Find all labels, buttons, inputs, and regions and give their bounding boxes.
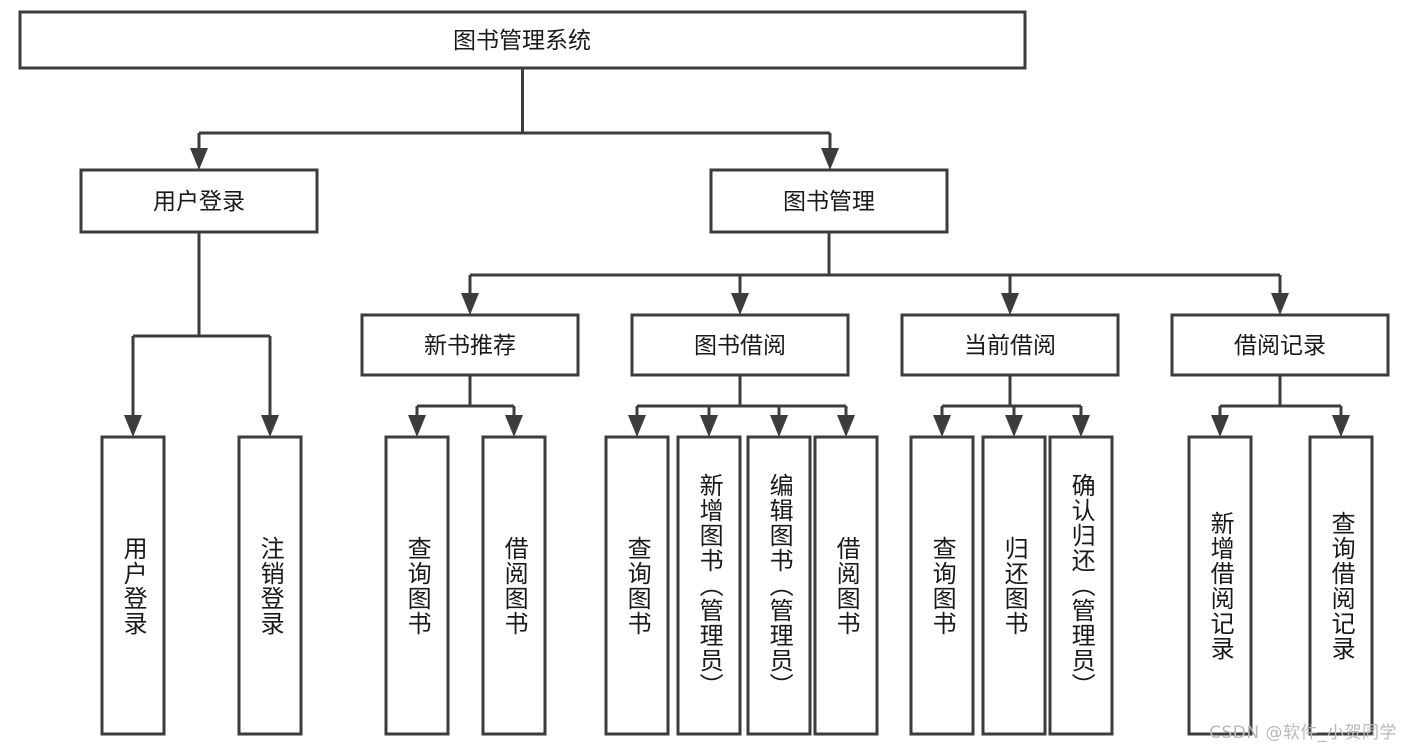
leaf-box[interactable]	[100, 435, 166, 736]
arrow-head-icon	[1332, 415, 1350, 437]
arrow-head-icon	[1072, 415, 1090, 437]
arrow-head-icon	[190, 148, 208, 170]
leaf-box-group	[100, 435, 1374, 736]
arrow-head-icon	[1271, 293, 1289, 315]
connector-root-to-tier2	[190, 68, 839, 170]
arrow-head-icon	[408, 415, 426, 437]
node-borrow-records-box[interactable]	[1170, 313, 1390, 377]
connector-login-to-leaves	[124, 232, 279, 437]
node-user-login-label: 用户登录	[153, 189, 245, 215]
node-root[interactable]: 图书管理系统	[18, 10, 1027, 70]
node-new-book-recommend-box[interactable]	[360, 313, 580, 377]
arrow-head-icon	[628, 415, 646, 437]
node-new-book-recommend[interactable]: 新书推荐	[360, 313, 580, 377]
arrow-head-icon	[731, 293, 749, 315]
leaf-box[interactable]	[1187, 435, 1253, 736]
leaf-box[interactable]	[384, 435, 450, 736]
node-user-login-box[interactable]	[79, 168, 319, 234]
node-current-borrow-label: 当前借阅	[964, 333, 1056, 359]
watermark: CSDN @软件_小贺同学	[1209, 723, 1397, 743]
connector-current-to-leaves	[933, 375, 1090, 437]
leaf-box[interactable]	[237, 435, 303, 736]
leaf-box[interactable]	[481, 435, 547, 736]
node-book-management-label: 图书管理	[783, 189, 875, 215]
connector-newbooks-to-leaves	[408, 375, 523, 437]
node-root-label: 图书管理系统	[453, 28, 591, 54]
arrow-head-icon	[1211, 415, 1229, 437]
arrow-head-icon	[770, 415, 788, 437]
leaf-box[interactable]	[981, 435, 1047, 736]
leaf-box[interactable]	[676, 435, 742, 736]
arrow-head-icon	[261, 415, 279, 437]
connector-borrow-to-leaves	[628, 375, 855, 437]
arrow-head-icon	[505, 415, 523, 437]
arrow-head-icon	[821, 148, 839, 170]
arrow-head-icon	[933, 415, 951, 437]
arrow-head-icon	[1005, 415, 1023, 437]
node-book-borrow[interactable]: 图书借阅	[630, 313, 850, 377]
node-current-borrow[interactable]: 当前借阅	[900, 313, 1120, 377]
connector-tier2-books-to-tier3	[461, 232, 1289, 315]
arrow-head-icon	[837, 415, 855, 437]
node-new-book-recommend-label: 新书推荐	[424, 333, 516, 359]
node-borrow-records-label: 借阅记录	[1234, 333, 1326, 359]
leaf-box[interactable]	[909, 435, 975, 736]
arrow-head-icon	[461, 293, 479, 315]
connector-records-to-leaves	[1211, 375, 1350, 437]
leaf-box[interactable]	[1048, 435, 1114, 736]
node-user-login[interactable]: 用户登录	[79, 168, 319, 234]
leaf-box[interactable]	[604, 435, 670, 736]
node-root-box[interactable]	[18, 10, 1027, 70]
leaf-box[interactable]	[746, 435, 812, 736]
node-book-management[interactable]: 图书管理	[709, 168, 949, 234]
leaf-box[interactable]	[813, 435, 879, 736]
node-book-borrow-box[interactable]	[630, 313, 850, 377]
arrow-head-icon	[700, 415, 718, 437]
arrow-head-icon	[1001, 293, 1019, 315]
node-book-borrow-label: 图书借阅	[694, 333, 786, 359]
node-borrow-records[interactable]: 借阅记录	[1170, 313, 1390, 377]
leaf-box[interactable]	[1308, 435, 1374, 736]
node-book-management-box[interactable]	[709, 168, 949, 234]
arrow-head-icon	[124, 415, 142, 437]
node-current-borrow-box[interactable]	[900, 313, 1120, 377]
